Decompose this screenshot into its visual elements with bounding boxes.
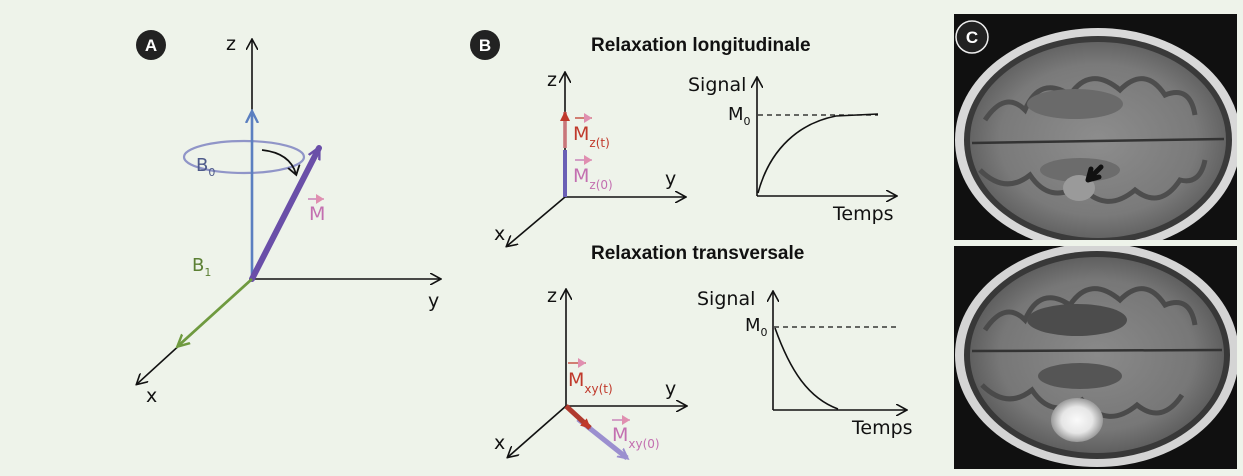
mri-axial-brain-before-contrast — [954, 14, 1237, 240]
b0-precession-ellipse — [182, 139, 306, 175]
trans-x-label: x — [494, 432, 505, 454]
m-label: M — [308, 194, 325, 225]
panel-b: B Relaxation longitudinale Relaxation tr… — [470, 30, 913, 458]
m-xy-t-vector — [564, 404, 592, 430]
long-z-label: z — [547, 69, 557, 91]
long-temps-label: Temps — [832, 203, 894, 225]
long-signal-label: Signal — [688, 74, 746, 96]
trans-y-label: y — [665, 378, 676, 400]
long-y-label: y — [665, 168, 676, 190]
m-z-t-label: Mz(t) — [573, 113, 610, 150]
badge-a: A — [136, 30, 166, 60]
z-axis-label: z — [226, 33, 236, 55]
lesion-pointer-arrow-icon — [1085, 164, 1104, 183]
b0-label: B0 — [196, 155, 215, 179]
long-m0-label: M0 — [728, 104, 751, 128]
badge-b: B — [470, 30, 500, 60]
svg-text:Mxy(0): Mxy(0) — [612, 424, 660, 451]
svg-text:Mxy(t): Mxy(t) — [568, 369, 613, 396]
m-xy-t-label: Mxy(t) — [568, 358, 613, 396]
svg-text:Mz(0): Mz(0) — [573, 165, 613, 192]
long-x-label: x — [494, 223, 505, 245]
trans-z-label: z — [547, 285, 557, 307]
m-z-0-label: Mz(0) — [573, 155, 613, 192]
m-xy-0-label: Mxy(0) — [612, 415, 660, 451]
badge-b-label: B — [479, 36, 491, 55]
t1-recovery-curve — [757, 113, 879, 194]
trans-temps-label: Temps — [851, 417, 913, 439]
transverse-axes: z y x — [494, 285, 686, 457]
t2-decay-curve — [774, 327, 839, 410]
longitudinal-axes: z y x — [494, 69, 685, 246]
precession-curved-arrow-icon — [261, 149, 296, 174]
badge-c: C — [955, 20, 989, 54]
y-axis-label: y — [428, 290, 439, 312]
b1-vector — [178, 277, 253, 346]
longitudinal-title: Relaxation longitudinale — [591, 35, 811, 56]
b1-label: B1 — [192, 255, 211, 279]
transverse-title: Relaxation transversale — [591, 243, 804, 264]
trans-signal-label: Signal — [697, 288, 755, 310]
badge-c-label: C — [966, 28, 978, 47]
trans-m0-label: M0 — [745, 315, 768, 339]
svg-text:Mz(t): Mz(t) — [573, 123, 610, 150]
longitudinal-signal-graph: Signal Temps M0 — [688, 74, 896, 225]
x-axis-label: x — [146, 385, 157, 407]
badge-a-label: A — [145, 36, 157, 55]
m-label-text: M — [309, 203, 325, 225]
m-vector — [249, 148, 322, 282]
enhancing-lesion — [1051, 398, 1103, 442]
panel-a: A z y x B0 B1 M — [136, 30, 440, 407]
mri-axial-brain-after-contrast — [954, 246, 1237, 469]
transverse-signal-graph: Signal Temps M0 — [697, 288, 913, 439]
panel-c: C — [954, 14, 1237, 469]
